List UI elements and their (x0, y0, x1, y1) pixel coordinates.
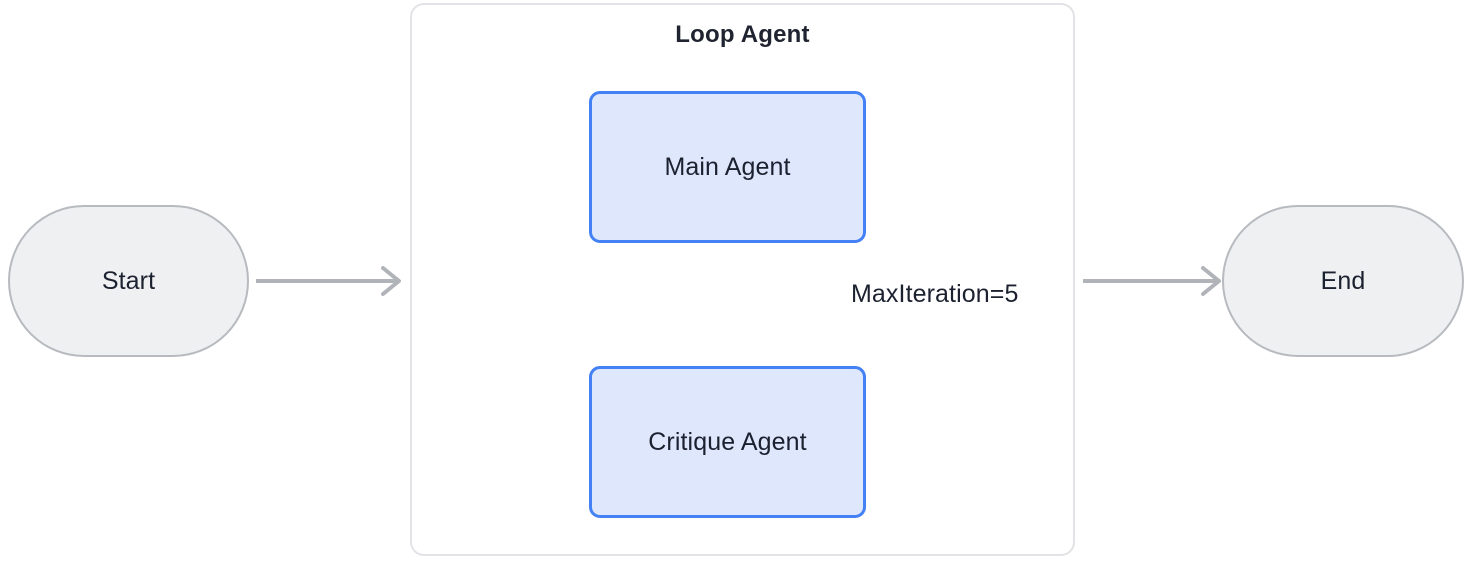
loop-agent-title: Loop Agent (675, 21, 810, 48)
arrowhead-icon (1201, 266, 1221, 296)
node-main-agent-label: Main Agent (664, 152, 791, 181)
node-end[interactable]: End (1222, 205, 1464, 357)
node-start[interactable]: Start (8, 205, 249, 357)
edge-label-max-iteration: MaxIteration=5 (845, 278, 1025, 311)
edge-loop-to-end (1083, 266, 1221, 296)
arrowhead-icon (381, 266, 401, 296)
node-start-label: Start (101, 266, 156, 295)
node-critique-agent-label: Critique Agent (648, 427, 807, 456)
node-end-label: End (1320, 266, 1366, 295)
node-critique-agent[interactable]: Critique Agent (589, 366, 866, 518)
edge-start-to-loop (256, 266, 401, 296)
node-main-agent[interactable]: Main Agent (589, 91, 866, 243)
